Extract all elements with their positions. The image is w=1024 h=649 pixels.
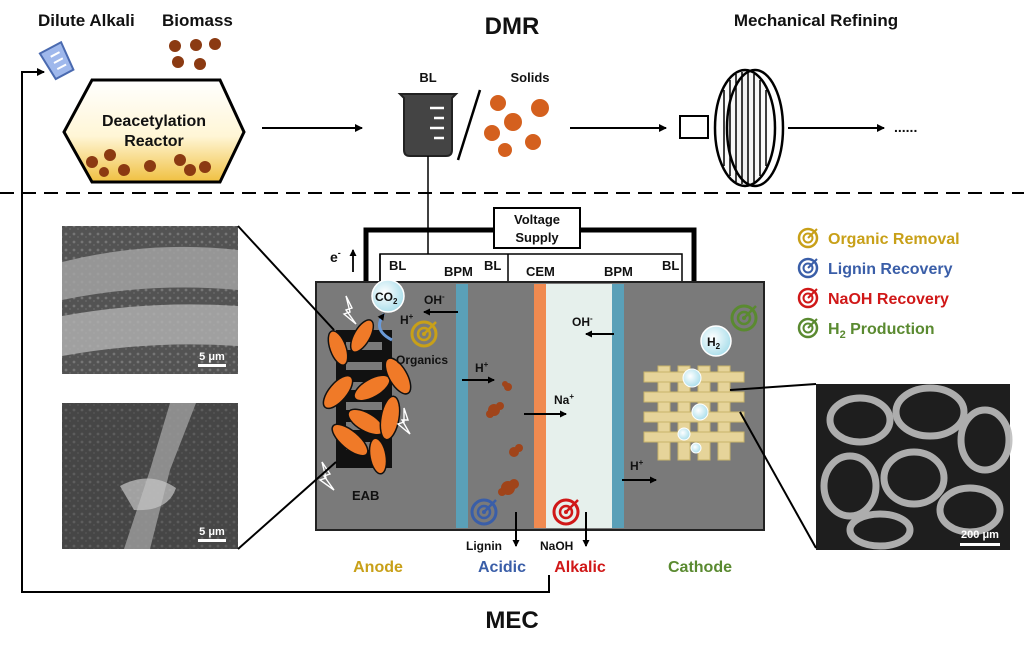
alkalic-chamber	[546, 284, 612, 528]
recycle-line	[21, 68, 550, 593]
dilute-alkali-beaker-icon	[38, 40, 75, 81]
separator-slash	[456, 89, 482, 161]
legend-item-naoh-recovery: NaOH Recovery	[797, 287, 949, 309]
refiner-disk-icon	[679, 68, 785, 188]
dmr-title: DMR	[485, 13, 540, 40]
bl-label-cathode: BL	[662, 258, 679, 273]
sem-1-callout-line	[237, 225, 335, 331]
naoh-recovery-target-icon	[552, 498, 580, 526]
oh-minus-left-label: OH-	[424, 292, 445, 307]
bpm-left-label: BPM	[444, 264, 473, 279]
sem-scale-label-1: 5 μm	[199, 351, 225, 363]
continuation-ellipsis: ......	[894, 119, 917, 135]
organics-label: Organics	[396, 353, 448, 367]
organic-removal-target-icon	[410, 320, 438, 348]
bipolar-membrane-right	[612, 284, 624, 528]
solids-particles-icon	[484, 95, 549, 157]
voltage-supply-line2: Supply	[515, 230, 559, 245]
h2-production-target-icon	[730, 304, 758, 332]
legend-item-h2-production: H2 Production	[797, 317, 935, 341]
sem-scale-label-2: 5 μm	[199, 526, 225, 538]
sem-image-anode-biofilm: 5 μm	[62, 403, 238, 549]
acidic-chamber-label: Acidic	[478, 559, 526, 576]
legend: Organic Removal Lignin Recovery NaOH Rec…	[797, 227, 960, 341]
legend-h2-target-icon	[797, 317, 819, 339]
sem-scale-label-3: 200 μm	[961, 529, 999, 541]
co2-bubble-icon	[371, 279, 405, 313]
solids-label: Solids	[510, 70, 549, 85]
mechanical-refining-label: Mechanical Refining	[734, 11, 898, 30]
sem-3-callout-line-top	[729, 383, 817, 391]
legend-label-naoh: NaOH Recovery	[828, 291, 949, 308]
h-plus-cathode-label: H+	[630, 458, 644, 473]
legend-label-h2: H2 Production	[828, 321, 935, 341]
lignin-output-label: Lignin	[466, 539, 502, 553]
voltage-supply-line1: Voltage	[514, 212, 560, 227]
eab-label: EAB	[352, 488, 379, 503]
sem-image-cathode-foam: 200 μm	[816, 384, 1013, 550]
circuit-wire-left	[363, 227, 494, 282]
electron-transfer-lightning-icon	[318, 295, 411, 491]
h-plus-anode-label: H+	[400, 312, 414, 327]
mec-title: MEC	[485, 607, 538, 634]
eab-bacteria-cluster	[322, 319, 412, 475]
h2-bubble-icon	[700, 325, 732, 357]
reactor-label-line1: Deacetylation	[102, 113, 206, 130]
lignin-particles-icon	[486, 381, 523, 496]
co2-label: CO2	[375, 290, 398, 306]
biomass-particles-icon	[169, 38, 221, 70]
voltage-supply-box	[493, 207, 581, 249]
hydrogen-bubbles-icon	[677, 368, 709, 454]
sem-2-callout-line	[237, 461, 337, 550]
deacetylation-reactor: Deacetylation Reactor	[62, 78, 246, 184]
sem-image-anode-fiber: 5 μm	[62, 226, 238, 374]
bl-label-acidic: BL	[484, 258, 501, 273]
lignin-recovery-target-icon	[470, 498, 498, 526]
cem-label: CEM	[526, 264, 555, 279]
bl-label-anode: BL	[389, 258, 406, 273]
electron-label: e-	[330, 248, 341, 265]
black-liquor-beaker-icon	[397, 93, 459, 157]
cation-exchange-membrane	[534, 284, 546, 528]
legend-lignin-target-icon	[797, 257, 819, 279]
cathode-chamber-label: Cathode	[668, 559, 732, 576]
reactor-label-line2: Reactor	[124, 133, 184, 150]
legend-item-lignin-recovery: Lignin Recovery	[797, 257, 953, 279]
bipolar-membrane-left	[456, 284, 468, 528]
h-plus-acidic-label: H+	[475, 360, 489, 375]
organics-to-co2-arrow	[377, 313, 393, 342]
legend-organic-target-icon	[797, 227, 819, 249]
sem-3-callout-line-bottom	[739, 411, 817, 549]
biomass-label: Biomass	[162, 11, 233, 30]
dilute-alkali-label: Dilute Alkali	[38, 11, 135, 30]
bl-label-top: BL	[419, 70, 436, 85]
na-plus-label: Na+	[554, 392, 574, 407]
oh-minus-right-label: OH-	[572, 314, 593, 329]
anode-chamber-label: Anode	[353, 559, 403, 576]
naoh-output-label: NaOH	[540, 539, 573, 553]
legend-item-organic-removal: Organic Removal	[797, 227, 960, 249]
alkalic-chamber-label: Alkalic	[554, 559, 606, 576]
bpm-right-label: BPM	[604, 264, 633, 279]
legend-label-lignin: Lignin Recovery	[828, 261, 953, 278]
legend-naoh-target-icon	[797, 287, 819, 309]
legend-label-organic: Organic Removal	[828, 231, 960, 248]
h2-bubble-label: H2	[707, 335, 721, 351]
